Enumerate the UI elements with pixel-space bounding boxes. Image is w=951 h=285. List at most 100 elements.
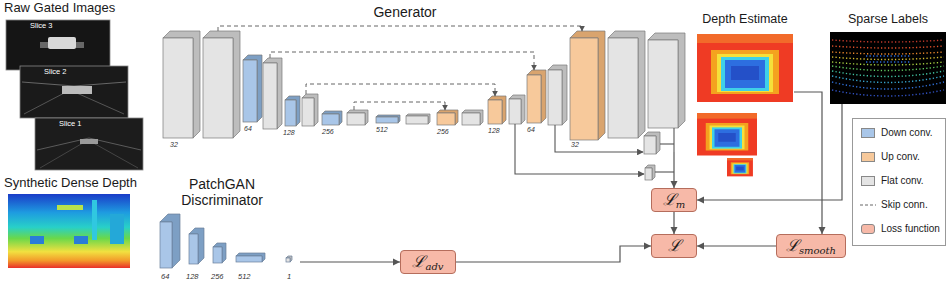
generator-layers [163,38,193,138]
sparse-lidar-image [832,62,944,65]
generator-layers [527,75,541,123]
synthetic-depth-image [57,205,83,210]
heading-text: Generator [360,4,450,20]
generator-layers [376,117,398,123]
sparse-lidar-image [866,55,910,56]
generator-layers [645,168,652,180]
gated-slices [22,82,126,86]
legend-box: Down conv. Up conv. Flat conv. Skip conn. Lo… [852,118,946,246]
channel-count: 32 [170,141,178,148]
connector [671,152,678,188]
legend-line-sample [860,199,876,211]
sparse-lidar-image [832,90,944,96]
generator-layers [644,136,656,154]
gated-slices [37,138,141,150]
depth-maps [697,34,793,176]
gated-slices [35,118,143,170]
sparse-lidar-image [832,76,944,83]
channel-count: 256 [211,273,224,281]
discriminator-layers [286,256,292,262]
heading-text: Depth Estimate [696,12,794,26]
generator-layers [322,111,342,125]
channel-count: 128 [186,273,199,281]
synthetic-depth-image [74,236,88,244]
generator-layers [347,113,365,125]
legend-row: Down conv. [853,127,945,139]
channel-count: 512 [376,126,388,133]
generator-layers [509,95,525,124]
generator-layers [648,40,678,128]
generator-layers [527,70,546,123]
sparse-lidar-image [832,71,944,77]
generator-layers [322,114,339,125]
sparse-lidar-image [832,66,944,71]
generator-layers [648,33,685,128]
gated-slices [6,20,143,170]
arrowhead [644,243,651,250]
sparse-lidar-image [832,40,944,42]
discriminator-layers [236,253,265,262]
legend-text: Up conv. [881,151,920,163]
generator-layers [203,31,240,138]
synthetic-depth-image [110,214,124,244]
sparse-labels-panel: Sparse Labels [828,12,948,104]
loss-box: ℒ [651,234,697,258]
discriminator-layers [160,222,172,268]
heading-text: Sparse Labels [828,12,948,26]
generator-layers [488,100,502,124]
loss-label: ℒm [663,189,685,213]
legend-text: Loss function [881,223,940,235]
channel-count: 256 [437,128,449,135]
gated-slices [80,139,98,144]
legend-swatch [861,152,875,162]
loss-box: ℒm [651,188,697,212]
legend-line-sample [860,205,876,206]
output-wires [655,171,674,172]
generator-layers [462,110,483,125]
output-wires [555,125,643,152]
generator-layers [608,31,645,138]
slice-label: Slice 1 [59,120,82,128]
legend-row: Skip conn. [853,199,945,211]
discriminator-layers [189,234,198,264]
connector-line [456,246,651,262]
arrowhead [393,259,400,266]
generator-layers [243,55,262,122]
connector [671,212,678,234]
channel-count: 64 [161,273,169,281]
loss-symbol: ℒ [412,252,425,271]
channel-count: 64 [244,125,252,132]
legend-swatch [861,176,875,186]
arrowhead [819,227,826,234]
sparse-lidar-image [830,32,946,104]
connector-line [697,104,842,200]
synthetic-depth-image [8,194,130,268]
connector [697,243,776,250]
gated-slices [40,140,138,168]
gated-slices [48,37,76,49]
sparse-lidar-image [832,46,944,48]
generator-network: Generator [160,4,686,152]
generator-layers [644,132,660,154]
generator-layers [548,70,562,125]
generator-layers [437,113,455,125]
loss-symbol: ℒ [663,190,676,209]
generator-layers [203,38,233,138]
loss-label: ℒadv [412,251,443,275]
legend-row: Flat conv. [853,175,945,187]
connector [456,243,651,263]
legend-row: Up conv. [853,151,945,163]
depth-estimate-panel: Depth Estimate [696,12,794,104]
generator-layers [376,115,400,123]
generator-layers [406,114,430,124]
legend-text: Skip conn. [881,199,928,211]
generator-layers [488,96,506,124]
heading-text: Synthetic Dense Depth [4,176,144,191]
loss-box: ℒadv [400,250,456,274]
loss-symbol: ℒ [668,236,681,255]
heading-text: Raw Gated Images [4,1,148,16]
synthetic-depth-image [92,200,97,240]
loss-subscript: smooth [799,245,836,256]
discriminator-layers [160,214,292,268]
channel-count: 256 [322,128,334,135]
